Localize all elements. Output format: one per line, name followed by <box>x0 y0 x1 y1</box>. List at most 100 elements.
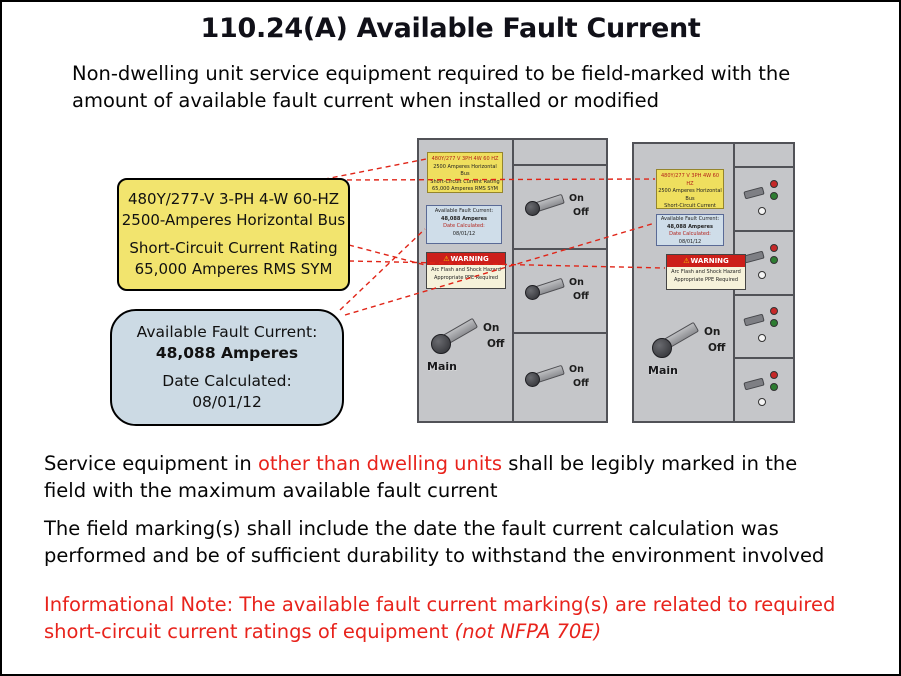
text-run: shall be legibly marked in the <box>502 452 798 475</box>
switch-off-label: Off <box>573 207 589 218</box>
panel-section: On Off <box>514 166 606 250</box>
body-paragraph-1: Service equipment in other than dwelling… <box>44 450 797 504</box>
spacer <box>119 231 348 238</box>
label-line: Appropriate PPE Required <box>673 276 739 283</box>
switch-lever-icon <box>743 186 765 200</box>
page-title: 110.24(A) Available Fault Current <box>200 13 701 44</box>
paragraph-line: short-circuit current ratings of equipme… <box>44 620 601 643</box>
paragraph-line: Informational Note: The available fault … <box>44 593 836 616</box>
label-line: Short-Circuit Current Rating <box>430 178 500 185</box>
paragraph-line: The field marking(s) shall include the d… <box>44 517 779 540</box>
label-line: Date Calculated: <box>443 223 485 229</box>
callout-line: 480Y/277-V 3-PH 4-W 60-HZ <box>127 190 340 208</box>
spacer <box>112 364 342 371</box>
switch-lever-icon <box>743 313 765 327</box>
intro-line: Non-dwelling unit service equipment requ… <box>72 62 791 85</box>
warning-header: ⚠WARNING <box>667 255 745 267</box>
switch-knob-icon <box>652 338 672 358</box>
label-line: Date Calculated: <box>669 231 711 237</box>
main-switch: On Off Main <box>648 320 736 384</box>
label-line: 65,000 Amperes RMS SYM <box>432 186 498 192</box>
panel-section <box>735 144 793 168</box>
paragraph-line: Service equipment in other than dwelling… <box>44 452 797 475</box>
text-run: Service equipment in <box>44 452 258 475</box>
white-indicator-icon <box>758 334 766 343</box>
green-indicator-icon <box>770 383 778 392</box>
panel-section <box>514 140 606 166</box>
label-line: 08/01/12 <box>452 230 476 237</box>
warning-body: Arc Flash and Shock Hazard Appropriate P… <box>667 267 745 284</box>
label-line: 2500 Amperes Horizontal Bus <box>658 188 722 202</box>
breaker-switch: On Off <box>523 192 597 222</box>
label-line: Available Fault Current: <box>434 208 494 214</box>
label-line: Available Fault Current: <box>660 216 720 222</box>
main-switch: On Off Main <box>427 316 515 380</box>
panel-fault-current-label: Available Fault Current: 48,088 Amperes … <box>426 205 502 244</box>
switch-knob-icon <box>525 201 540 216</box>
panel-section <box>735 359 793 421</box>
green-indicator-icon <box>770 191 778 200</box>
panel-section <box>735 232 793 296</box>
switch-off-label: Off <box>573 291 589 302</box>
switch-off-label: Off <box>708 342 726 354</box>
switch-knob-icon <box>525 285 540 300</box>
label-line: Appropriate PPE Required <box>433 274 499 281</box>
label-line: 48,088 Amperes <box>441 215 487 222</box>
emphasized-text: (not NFPA 70E) <box>454 620 602 643</box>
white-indicator-icon <box>758 206 766 215</box>
red-indicator-icon <box>770 179 778 188</box>
intro-text: Non-dwelling unit service equipment requ… <box>72 60 790 114</box>
label-line: 2500 Amperes Horizontal Bus <box>433 163 497 178</box>
label-line: 480Y/277 V 3PH 4W 60 HZ <box>660 173 720 187</box>
arc-flash-warning-label: ⚠WARNING Arc Flash and Shock Hazard Appr… <box>426 252 506 289</box>
paragraph-line: performed and be of sufficient durabilit… <box>44 544 825 567</box>
highlighted-text: other than dwelling units <box>257 452 503 475</box>
callout-line: 48,088 Amperes <box>155 344 299 362</box>
label-line: Arc Flash and Shock Hazard <box>431 267 501 273</box>
red-indicator-icon <box>770 307 778 316</box>
switch-on-label: On <box>569 277 584 288</box>
switch-on-label: On <box>569 363 584 375</box>
intro-line: amount of available fault current when i… <box>72 89 659 112</box>
label-line: 480Y/277 V 3PH 4W 60 HZ <box>431 156 499 162</box>
callout-line: Short-Circuit Current Rating <box>129 239 338 257</box>
switch-on-label: On <box>704 326 721 338</box>
panel-nameplate-label: 480Y/277 V 3PH 4W 60 HZ 2500 Amperes Hor… <box>656 169 724 209</box>
breaker-indicator-group <box>743 241 784 285</box>
main-switch-label: Main <box>427 360 457 373</box>
switch-lever-icon <box>743 377 765 391</box>
red-indicator-icon <box>770 371 778 380</box>
callout-line: 2500-Amperes Horizontal Bus <box>121 211 346 229</box>
informational-note: Informational Note: The available fault … <box>44 591 835 645</box>
warning-title: WARNING <box>690 257 729 265</box>
main-switch-label: Main <box>648 364 678 377</box>
switch-knob-icon <box>431 334 451 354</box>
panel-section: On Off <box>514 250 606 334</box>
panel-section <box>735 296 793 360</box>
warning-header: ⚠WARNING <box>427 253 505 265</box>
green-indicator-icon <box>770 319 778 328</box>
label-line: Arc Flash and Shock Hazard <box>671 269 741 275</box>
callout-line: 65,000 Amperes RMS SYM <box>134 260 333 278</box>
switchboard-right: 480Y/277 V 3PH 4W 60 HZ 2500 Amperes Hor… <box>632 142 795 423</box>
panel-nameplate-label: 480Y/277 V 3PH 4W 60 HZ 2500 Amperes Hor… <box>427 152 503 193</box>
switch-knob-icon <box>525 371 540 387</box>
switch-off-label: Off <box>487 338 505 350</box>
breaker-switch: On Off <box>523 276 597 306</box>
switch-off-label: Off <box>573 377 589 389</box>
fault-current-callout: Available Fault Current: 48,088 Amperes … <box>110 309 344 426</box>
label-line: 48,088 Amperes <box>667 223 713 230</box>
switch-on-label: On <box>569 193 584 204</box>
breaker-indicator-group <box>743 177 784 221</box>
nameplate-callout: 480Y/277-V 3-PH 4-W 60-HZ 2500-Amperes H… <box>117 178 350 291</box>
warning-title: WARNING <box>450 255 489 263</box>
callout-line: 08/01/12 <box>192 393 262 411</box>
callout-line: Available Fault Current: <box>136 323 318 341</box>
switch-lever-icon <box>743 250 765 264</box>
white-indicator-icon <box>758 398 766 407</box>
panel-breaker-column: On Off On Off On Off <box>514 140 606 421</box>
switchboard-left: On Off On Off On Off <box>417 138 608 423</box>
label-line: Short-Circuit Current Rating <box>664 203 716 209</box>
red-indicator-icon <box>770 243 778 252</box>
